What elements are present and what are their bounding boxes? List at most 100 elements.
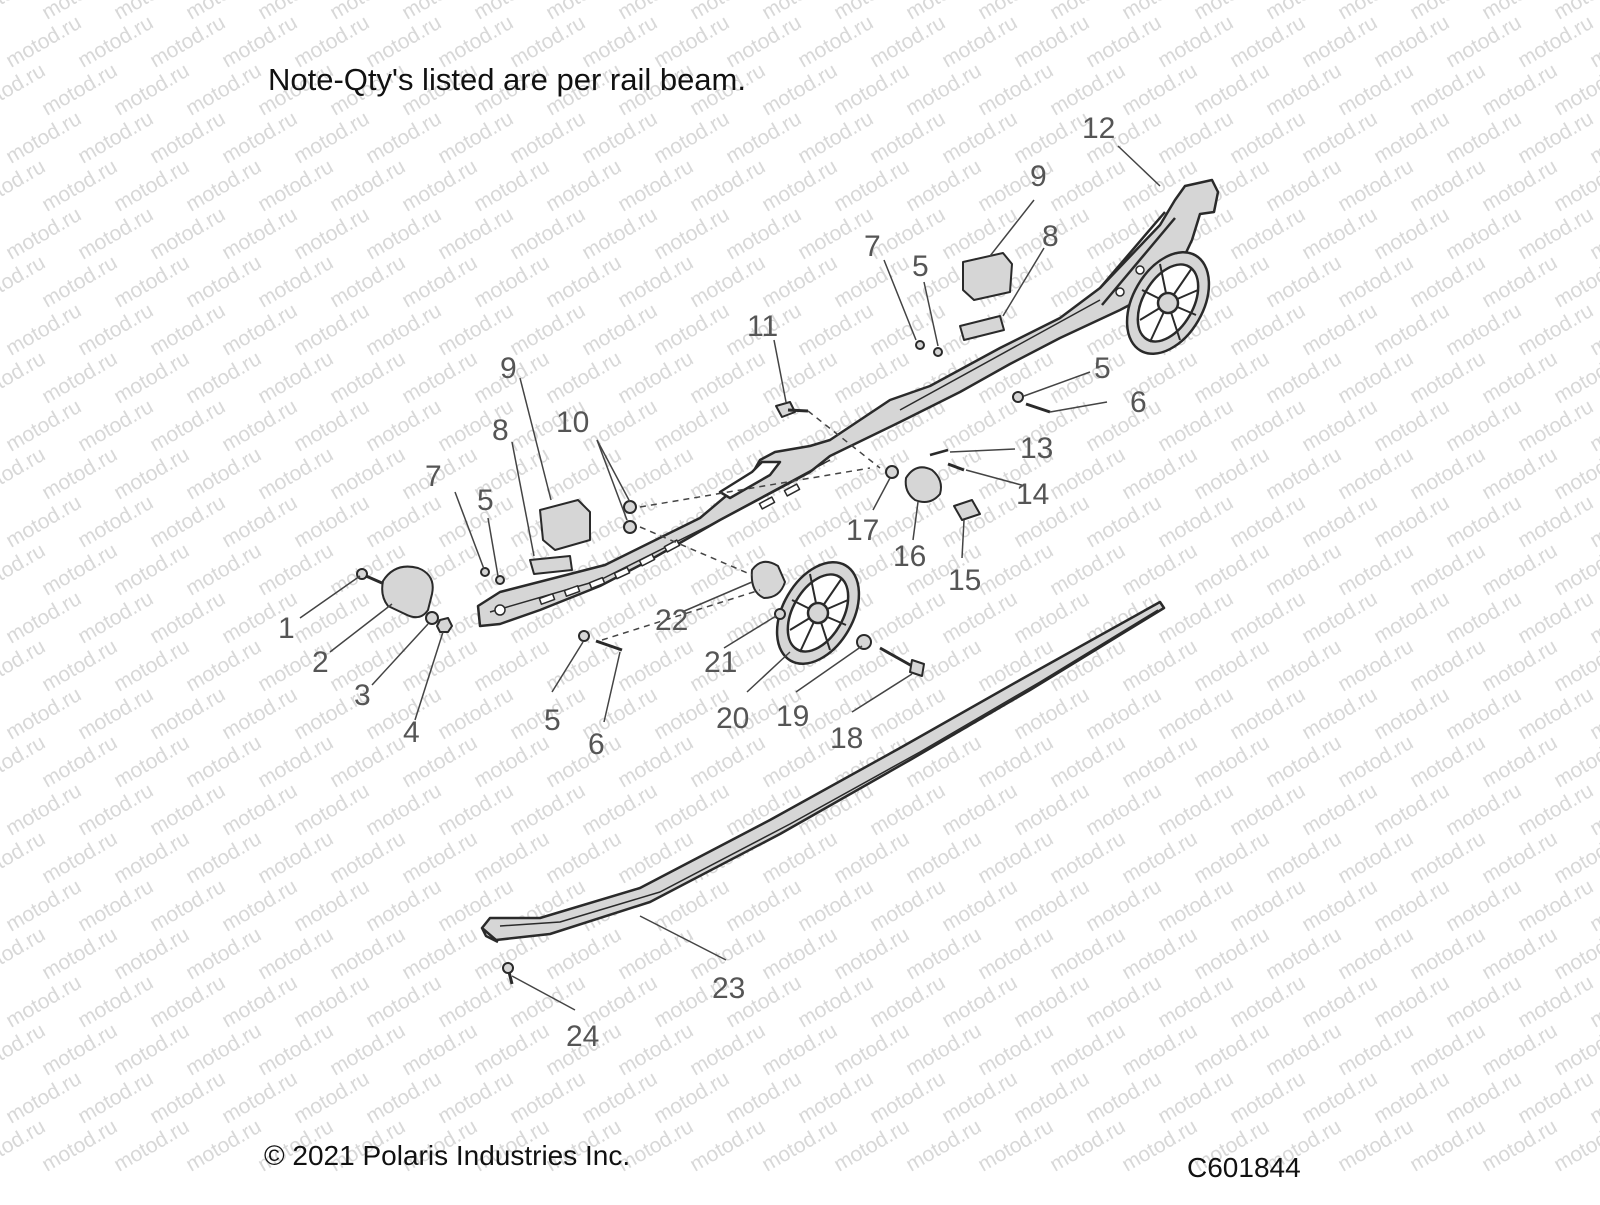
watermark-text: motod.ru [74,1067,157,1128]
watermark-text: motod.ru [1370,395,1453,456]
watermark-text: motod.ru [1514,395,1597,456]
watermark-text: motod.ru [254,923,337,984]
callout-21: 21 [704,646,737,679]
watermark-text: motod.ru [1190,1019,1273,1080]
watermark-text: motod.ru [1082,491,1165,552]
watermark-text: motod.ru [1334,923,1417,984]
watermark-text: motod.ru [578,1067,661,1128]
watermark-text: motod.ru [1262,347,1345,408]
watermark-text: motod.ru [1370,683,1453,744]
watermark-text: motod.ru [1082,11,1165,72]
watermark-text: motod.ru [1442,683,1525,744]
watermark-text: motod.ru [182,1115,265,1176]
watermark-text: motod.ru [362,107,445,168]
watermark-text: motod.ru [1226,11,1309,72]
watermark-text: motod.ru [326,1019,409,1080]
part-insert-8-right [959,315,1005,341]
watermark-text: motod.ru [1550,251,1600,312]
watermark-text: motod.ru [1226,203,1309,264]
watermark-text: motod.ru [182,635,265,696]
watermark-text: motod.ru [938,875,1021,936]
watermark-text: motod.ru [1406,1115,1489,1176]
callout-14: 14 [1016,478,1049,511]
watermark-text: motod.ru [686,347,769,408]
part-bolt-18 [879,646,925,677]
watermark-text: motod.ru [1118,59,1201,120]
watermark-text: motod.ru [290,875,373,936]
watermark-text: motod.ru [1514,683,1597,744]
watermark-text: motod.ru [74,875,157,936]
watermark-text: motod.ru [1154,491,1237,552]
watermark-text: motod.ru [542,347,625,408]
part-washer-19 [856,634,872,650]
watermark-text: motod.ru [362,203,445,264]
watermark-text: motod.ru [506,299,589,360]
watermark-text: motod.ru [1442,875,1525,936]
watermark-text: motod.ru [326,155,409,216]
qty-note: Note-Qty's listed are per rail beam. [268,62,746,97]
watermark-text: motod.ru [398,923,481,984]
watermark-text: motod.ru [1478,635,1561,696]
watermark-text: motod.ru [1262,155,1345,216]
watermark-text: motod.ru [398,155,481,216]
callout-15: 15 [948,564,981,597]
watermark-text: motod.ru [1298,11,1381,72]
watermark-text: motod.ru [758,59,841,120]
watermark-text: motod.ru [1334,1115,1417,1176]
callout-8a: 8 [492,414,509,447]
watermark-text: motod.ru [326,347,409,408]
watermark-text: motod.ru [254,731,337,792]
watermark-text: motod.ru [254,827,337,888]
watermark-text: motod.ru [254,251,337,312]
watermark-text: motod.ru [290,971,373,1032]
watermark-text: motod.ru [1406,731,1489,792]
watermark-text: motod.ru [866,971,949,1032]
watermark-text: motod.ru [182,731,265,792]
watermark-text: motod.ru [758,347,841,408]
watermark-text: motod.ru [902,923,985,984]
watermark-text: motod.ru [1406,827,1489,888]
watermark-text: motod.ru [830,1115,913,1176]
watermark-text: motod.ru [974,1115,1057,1176]
callout-3: 3 [354,679,371,712]
watermark-text: motod.ru [1154,107,1237,168]
watermark-text: motod.ru [182,1019,265,1080]
watermark-text: motod.ru [434,779,517,840]
watermark-text: motod.ru [1082,779,1165,840]
watermark-text: motod.ru [218,779,301,840]
watermark-text: motod.ru [1406,251,1489,312]
watermark-text: motod.ru [1046,1115,1129,1176]
watermark-text: motod.ru [0,539,49,600]
watermark-text: motod.ru [1298,107,1381,168]
watermark-text: motod.ru [38,59,121,120]
watermark-text: motod.ru [614,251,697,312]
watermark-text: motod.ru [1550,1019,1600,1080]
watermark-text: motod.ru [254,0,337,24]
watermark-text: motod.ru [470,0,553,24]
watermark-text: motod.ru [254,1019,337,1080]
watermark-text: motod.ru [650,395,733,456]
watermark-text: motod.ru [1442,395,1525,456]
watermark-text: motod.ru [722,1067,805,1128]
watermark-text: motod.ru [794,107,877,168]
watermark-text: motod.ru [182,923,265,984]
watermark-text: motod.ru [218,491,301,552]
watermark-text: motod.ru [38,347,121,408]
part-washer-5-left [495,575,505,585]
watermark-text: motod.ru [326,251,409,312]
watermark-text: motod.ru [1082,1067,1165,1128]
watermark-text: motod.ru [434,107,517,168]
watermark-text: motod.ru [110,443,193,504]
watermark-text: motod.ru [1442,587,1525,648]
watermark-text: motod.ru [434,491,517,552]
watermark-text: motod.ru [794,971,877,1032]
watermark-text: motod.ru [866,779,949,840]
watermark-text: motod.ru [182,347,265,408]
watermark-text: motod.ru [1298,203,1381,264]
watermark-text: motod.ru [110,731,193,792]
watermark-text: motod.ru [1478,1019,1561,1080]
copyright-notice: © 2021 Polaris Industries Inc. [264,1140,631,1171]
watermark-text: motod.ru [650,779,733,840]
watermark-text: motod.ru [1118,827,1201,888]
watermark-text: motod.ru [1298,779,1381,840]
